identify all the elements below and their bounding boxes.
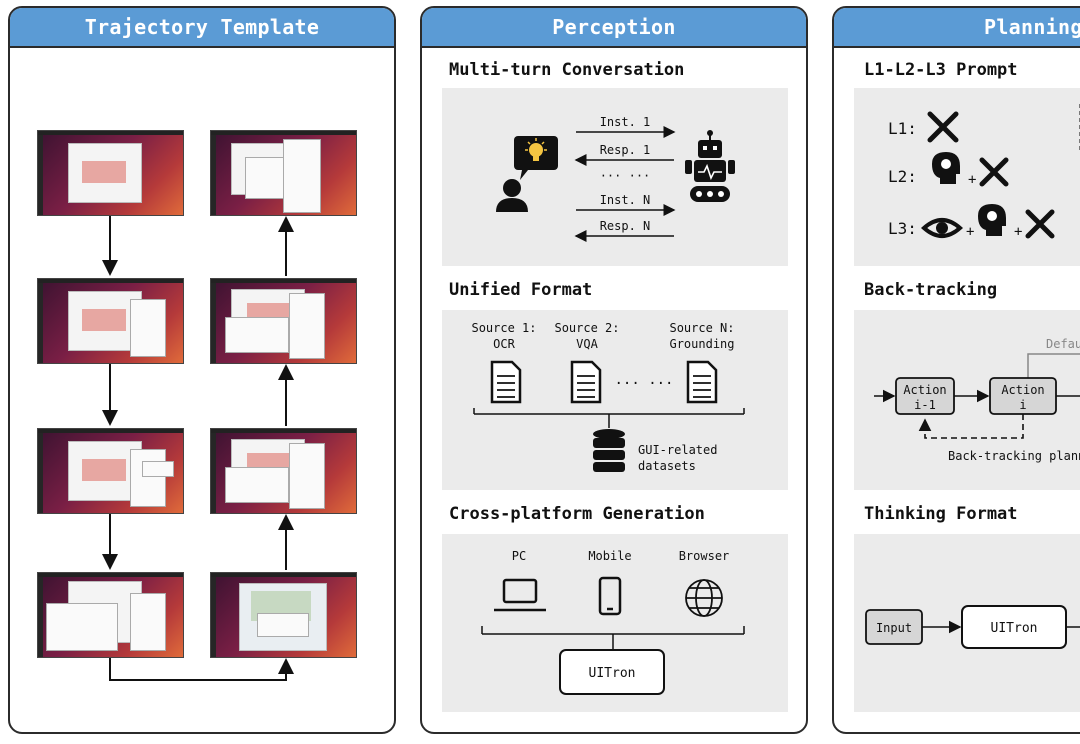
prompt-levels-title: L1-L2-L3 Prompt [864,60,1018,80]
source-n-label: Source N: [669,321,734,335]
trajectory-screenshot-5 [210,572,357,658]
thinking-format-title: Thinking Format [864,504,1018,524]
thinking-format-diagram: Input UITron [865,605,1080,649]
platform-browser: Browser [679,549,730,563]
svg-text:+: + [966,224,974,240]
thinking-format-box: Input UITron [854,534,1080,712]
planning-title: Planning [834,8,1080,48]
source-n-type: Grounding [669,337,734,351]
person-icon [496,179,528,212]
cross-platform-box: PC Mobile Browser [442,534,788,712]
robot-icon [685,130,735,202]
platform-pc: PC [512,549,526,563]
source-2-label: Source 2: [554,321,619,335]
cross-platform-diagram: PC Mobile Browser [481,549,745,695]
input-node-label: Input [876,621,912,635]
trajectory-screenshot-3 [37,428,184,514]
source-1-label: Source 1: [471,321,536,335]
level-l3: L3: [888,219,917,238]
lightbulb-icon [514,136,558,180]
brain-head-icon [932,152,960,184]
uitron-target-label: UITron [589,666,636,681]
unified-format-box: Source 1: OCR Source 2: VQA Source N: Gr… [442,310,788,490]
dataset-label-1: GUI-related [638,443,717,457]
dataset-label-2: datasets [638,459,696,473]
laptop-icon [494,578,546,612]
back-tracking-diagram: Default Action i-1 Action i Back-trackin… [874,337,1080,463]
unified-format-title: Unified Format [449,280,593,300]
default-path-label: Default [1046,337,1080,351]
label-inst-1: Inst. 1 [600,115,651,129]
action-cur-label-2: i [1019,398,1026,412]
planning-panel: Planning L1-L2-L3 Prompt L1: L2: L3: + [832,6,1080,734]
level-l2: L2: [888,167,917,186]
trajectory-flow-arrows [102,216,294,681]
database-icon [593,429,625,472]
trajectory-screenshot-2 [37,278,184,364]
eye-icon [920,218,964,238]
uitron-target-box [559,649,665,695]
trajectory-screenshot-1 [37,130,184,216]
trajectory-screenshot-7 [210,278,357,364]
mobile-phone-icon [598,576,622,616]
perception-title: Perception [422,8,806,48]
document-icon [570,360,602,404]
trajectory-template-panel: Trajectory Template [8,6,396,734]
svg-text:+: + [968,172,976,188]
brain-head-icon [978,204,1006,236]
sources-ellipsis: ··· ··· [614,376,673,392]
svg-text:+: + [1014,224,1022,240]
globe-icon [685,579,723,617]
level-l1: L1: [888,119,917,138]
action-prev-label-2: i-1 [914,398,936,412]
action-prev-label-1: Action [903,383,946,397]
action-prev-node [895,377,955,415]
document-icon [490,360,522,404]
source-1-type: OCR [493,337,515,351]
back-tracking-title: Back-tracking [864,280,998,300]
cross-platform-title: Cross-platform Generation [449,504,705,524]
label-resp-1: Resp. 1 [600,143,651,157]
unified-format-diagram: Source 1: OCR Source 2: VQA Source N: Gr… [471,321,745,473]
label-resp-n: Resp. N [600,219,651,233]
label-inst-n: Inst. N [600,193,651,207]
perception-panel: Perception Multi-turn Conversation [420,6,808,734]
trajectory-screenshot-4 [37,572,184,658]
action-cur-label-1: Action [1001,383,1044,397]
source-2-type: VQA [576,337,598,351]
document-icon [686,360,718,404]
platform-mobile: Mobile [588,549,631,563]
wrench-icon [979,157,1009,187]
multi-turn-conversation-title: Multi-turn Conversation [449,60,685,80]
conversation-box: Inst. 1 Resp. 1 ··· ··· Inst. N Resp. N [442,88,788,266]
wrench-icon [1025,209,1055,239]
prompt-levels-box: L1: L2: L3: + + [854,88,1080,266]
label-ellipsis: ··· ··· [600,169,651,183]
back-tracking-box: Default Action i-1 Action i Back-trackin… [854,310,1080,490]
trajectory-template-title: Trajectory Template [10,8,394,48]
conversation-diagram: Inst. 1 Resp. 1 ··· ··· Inst. N Resp. N [496,115,735,242]
trajectory-screenshot-8 [210,130,357,216]
trajectory-screenshot-6 [210,428,357,514]
prompt-levels-diagram: L1: L2: L3: + + [888,103,1080,240]
wrench-icon [927,111,959,143]
back-tracking-caption: Back-tracking planning [948,449,1080,463]
uitron-model-label: UITron [991,621,1038,636]
